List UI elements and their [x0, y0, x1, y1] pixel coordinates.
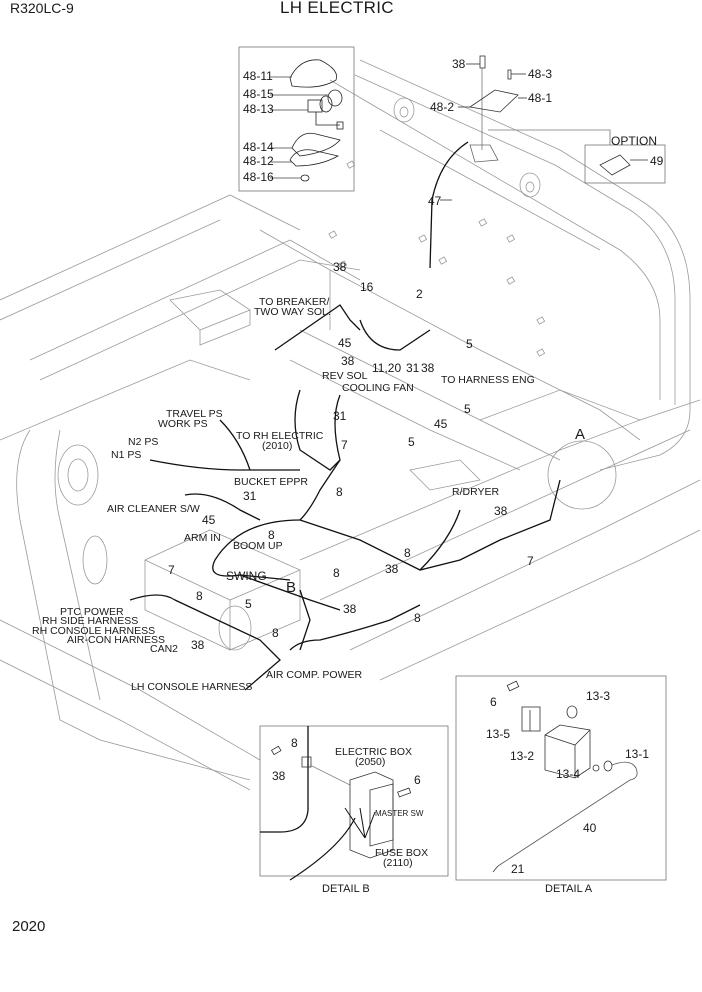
callout: 38 [494, 504, 508, 518]
callout: 45 [434, 417, 448, 431]
label-n2-ps: N2 PS [128, 436, 159, 448]
label-to-rh-electric-code: (2010) [262, 440, 293, 452]
label-r-dryer: R/DRYER [452, 486, 500, 498]
label-rh-console-harness: RH CONSOLE HARNESS [32, 625, 156, 637]
electric-box-label: ELECTRIC BOX [335, 746, 413, 758]
callout: 5 [466, 337, 473, 351]
callout: 8 [268, 528, 275, 542]
page-title: LH ELECTRIC [280, 0, 394, 17]
antenna-mount-parts [440, 55, 666, 201]
callout: 38 [333, 260, 347, 274]
label-air-cleaner-sw: AIR CLEANER S/W [107, 503, 200, 515]
label-bucket-eppr: BUCKET EPPR [234, 476, 308, 488]
label-ptc-power: PTC POWER [60, 606, 124, 618]
detail-a-callout-13-5: 13-5 [486, 727, 511, 741]
callout: 5 [464, 402, 471, 416]
callout-47: 47 [428, 194, 442, 208]
callout-48-3: 48-3 [528, 67, 553, 81]
fuse-box-code: (2110) [383, 857, 413, 869]
label-can2: CAN2 [150, 643, 179, 655]
detail-a-callout-6: 6 [490, 695, 497, 709]
fuse-box-label: FUSE BOX [375, 847, 429, 859]
model-name: R320LC-9 [10, 0, 74, 16]
callout: 38 [191, 638, 205, 652]
detail-a-callout-21: 21 [511, 862, 525, 876]
master-sw-label: MASTER SW [375, 809, 424, 818]
callout: 45 [202, 513, 216, 527]
callout: 38 [343, 602, 357, 616]
callout: 8 [336, 485, 343, 499]
callout: 16 [360, 280, 374, 294]
detail-b-caption: DETAIL B [322, 883, 370, 895]
label-cooling-fan: COOLING FAN [342, 382, 414, 394]
callout-48-15: 48-15 [243, 87, 274, 101]
electric-box-code: (2050) [355, 756, 386, 768]
label-lh-console-harness: LH CONSOLE HARNESS [131, 681, 253, 693]
machine-frame [0, 59, 701, 791]
callout: 7 [341, 438, 348, 452]
callout: 38 [341, 354, 355, 368]
label-rh-side-harness: RH SIDE HARNESS [42, 615, 139, 627]
callout-48-11: 48-11 [243, 69, 273, 83]
label-air-comp-power: AIR COMP. POWER [266, 669, 363, 681]
label-arm-in: ARM IN [184, 532, 221, 544]
callout: 31 [243, 489, 257, 503]
detail-b-marker: B [286, 579, 297, 596]
callout: 7 [527, 554, 534, 568]
callout: 38 [421, 361, 435, 375]
callout: 31 [406, 361, 420, 375]
lamp-inset [238, 46, 355, 192]
option-title: OPTION [611, 134, 658, 148]
wire-harness [129, 141, 561, 691]
callout: 8 [404, 546, 411, 560]
label-work-ps: WORK PS [158, 418, 208, 430]
callout-48-16: 48-16 [243, 170, 274, 184]
callout: 5 [408, 435, 415, 449]
callout: 38 [385, 562, 399, 576]
detail-a-callout-13-1: 13-1 [625, 747, 650, 761]
detail-a-callout-40: 40 [583, 821, 597, 835]
detail-b-callout-38: 38 [272, 769, 286, 783]
callout: 8 [196, 589, 203, 603]
callout: 7 [168, 563, 175, 577]
detail-a-caption: DETAIL A [545, 883, 593, 895]
callout: 8 [272, 626, 279, 640]
label-swing: SWING [226, 569, 267, 583]
callout: 45 [338, 336, 352, 350]
label-travel-ps: TRAVEL PS [166, 408, 223, 420]
callout-38-top: 38 [452, 57, 466, 71]
callout: 31 [333, 409, 347, 423]
callout: 8 [414, 611, 421, 625]
callout: 2 [416, 287, 423, 301]
page-number: 2020 [12, 918, 46, 935]
label-n1-ps: N1 PS [111, 449, 142, 461]
label-to-harness-eng: TO HARNESS ENG [441, 374, 535, 386]
label-two-way-sol: TWO WAY SOL. [254, 306, 331, 318]
callout: 11,20 [372, 361, 402, 375]
callout-48-13: 48-13 [243, 102, 274, 116]
detail-a-box [455, 675, 667, 881]
label-to-rh-electric: TO RH ELECTRIC [236, 430, 324, 442]
callout-48-14: 48-14 [243, 140, 274, 154]
detail-a-marker: A [575, 426, 586, 443]
callout-48-2: 48-2 [430, 100, 455, 114]
label-to-breaker: TO BREAKER/ [259, 296, 330, 308]
callout-49: 49 [650, 154, 664, 168]
callout-48-12: 48-12 [243, 154, 274, 168]
callout: 8 [333, 566, 340, 580]
callout: 5 [245, 597, 252, 611]
detail-a-callout-13-3: 13-3 [586, 689, 611, 703]
detail-b-callout-6: 6 [414, 773, 421, 787]
detail-b-callout-8: 8 [291, 736, 298, 750]
label-air-con-harness: AIR-CON HARNESS [67, 634, 166, 646]
detail-b-box [259, 725, 449, 881]
label-boom-up: BOOM UP [233, 540, 283, 552]
callout-48-1: 48-1 [528, 91, 553, 105]
detail-a-callout-13-4: 13-4 [556, 767, 581, 781]
detail-a-callout-13-2: 13-2 [510, 749, 535, 763]
label-rev-sol: REV SOL [322, 370, 368, 382]
